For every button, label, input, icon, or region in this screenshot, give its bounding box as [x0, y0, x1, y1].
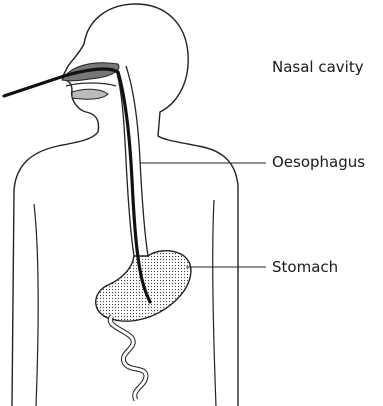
mouth-tongue: [72, 89, 108, 99]
nasal-cavity: [62, 63, 119, 81]
left-arm-line: [34, 204, 38, 406]
palate: [66, 83, 116, 86]
label-oesophagus: Oesophagus: [272, 153, 365, 171]
intestine-inner: [110, 316, 146, 400]
label-nasal-cavity: Nasal cavity: [272, 58, 364, 76]
nasogastric-tube: [4, 69, 150, 302]
right-arm-line: [213, 200, 216, 406]
label-stomach: Stomach: [272, 258, 338, 276]
